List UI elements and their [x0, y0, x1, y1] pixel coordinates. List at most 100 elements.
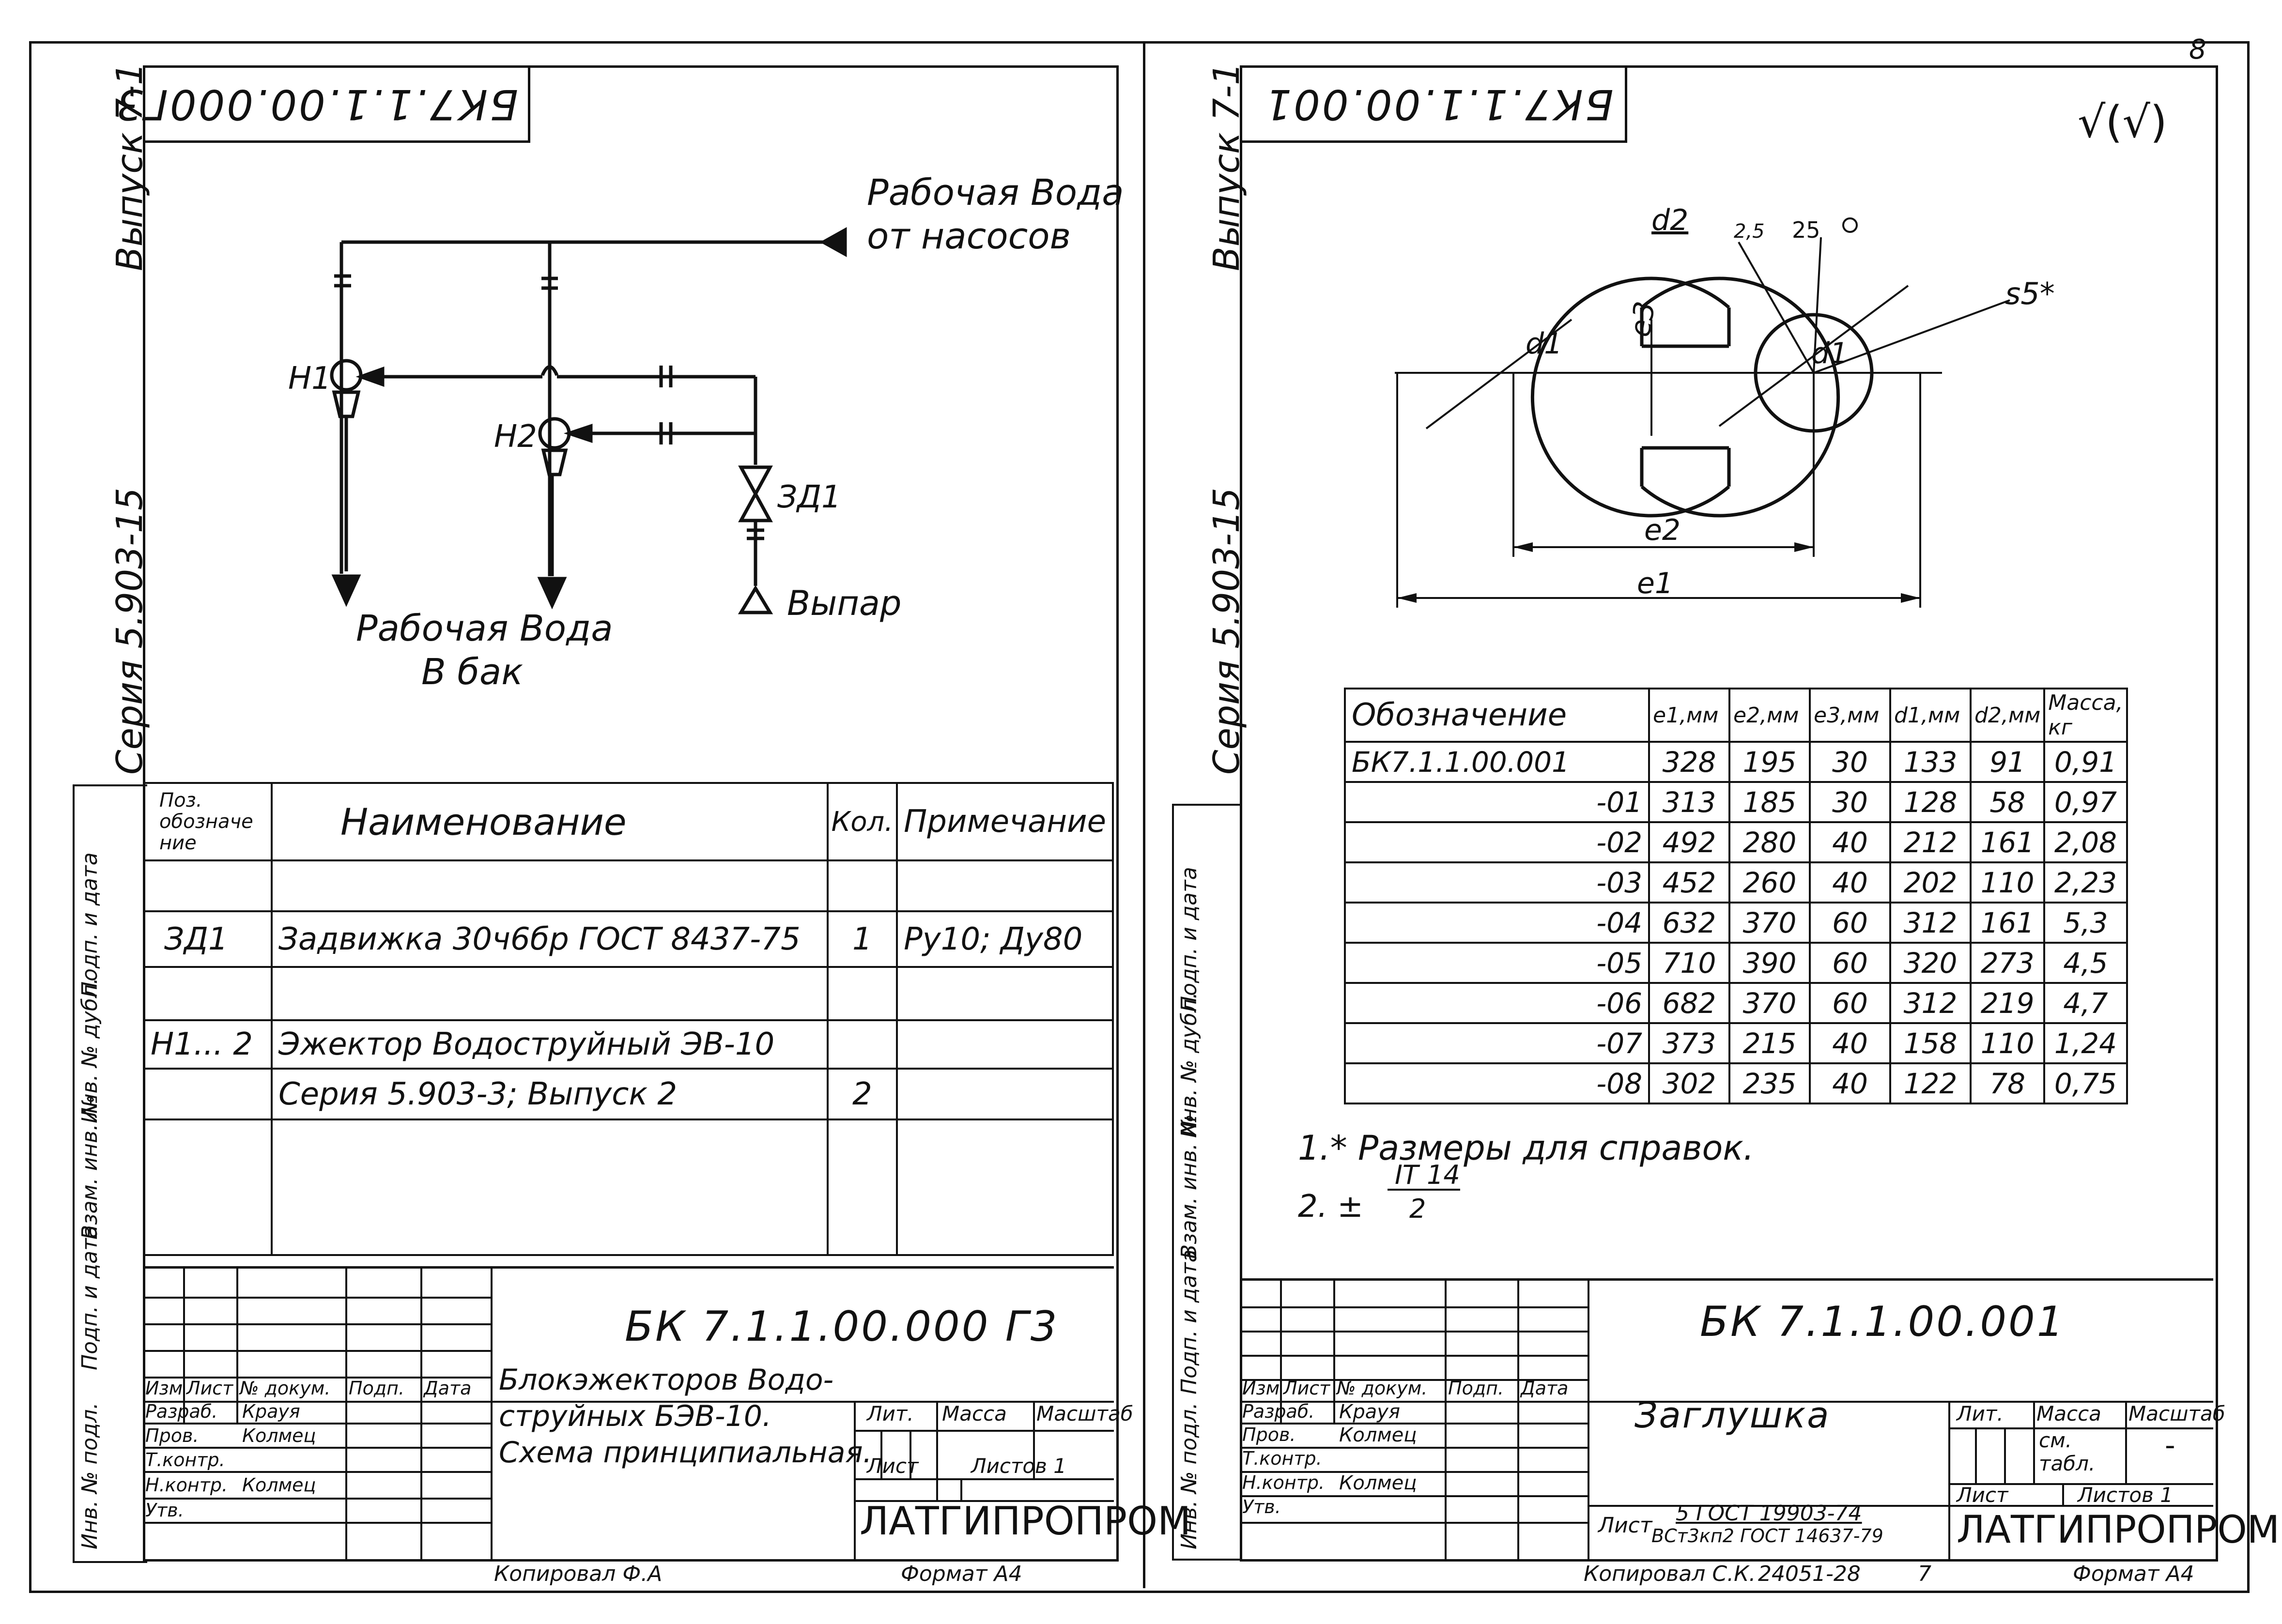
left-tb-col-date: Дата	[424, 1378, 472, 1399]
left-tb-sheets: Листов 1	[971, 1454, 1066, 1478]
left-copied: Копировал Ф.А	[494, 1562, 663, 1586]
right-tb-col-izm: Изм	[1242, 1378, 1280, 1399]
outlet-label-1: Рабочая Вода	[356, 608, 613, 649]
right-order: 24051-28	[1758, 1562, 1861, 1586]
vt-header-e2: e2,мм	[1728, 688, 1811, 743]
spec-row: ЗД1 Задвижка 30ч6бр ГОСТ 8437-75 1 Ру10;…	[143, 910, 1114, 968]
left-tb-mass: Масса	[942, 1402, 1007, 1425]
right-tb-name-4: Колмец	[1339, 1472, 1417, 1494]
right-tb-sheet: Лист	[1957, 1483, 2008, 1507]
right-drawing-frame	[1240, 65, 2218, 1562]
right-title-block	[1240, 1278, 2213, 1559]
left-tb-role-1: Разраб.	[145, 1401, 218, 1422]
right-tb-role-1: Разраб.	[1242, 1401, 1315, 1422]
h2-label: Н2	[494, 419, 537, 455]
right-tb-col-list: Лист	[1283, 1378, 1330, 1399]
page-frame	[29, 41, 2250, 1593]
left-title-block	[143, 1266, 1114, 1559]
spec-header-name: Наименование	[271, 782, 829, 861]
vt-header-e3: e3,мм	[1809, 688, 1891, 743]
right-tb-title: Заглушка	[1634, 1394, 1831, 1436]
zd-label: ЗД1	[777, 479, 841, 515]
left-tb-sheet: Лист	[867, 1454, 919, 1478]
left-tb-role-2: Пров.	[145, 1425, 199, 1446]
dim-r1: 2,5	[1734, 220, 1765, 243]
right-margin-stamp	[1172, 804, 1242, 1561]
right-tb-col-date: Дата	[1521, 1378, 1569, 1399]
vent-label: Выпар	[787, 583, 902, 623]
right-tb-mass-val-2: табл.	[2039, 1452, 2096, 1475]
inlet-label-1: Рабочая Вода	[867, 172, 1124, 214]
right-tb-mass-val-1: см.	[2039, 1428, 2072, 1452]
right-tb-org: ЛАТГИПРОПРОМ	[1957, 1508, 2280, 1552]
vt-header-mass: Масса, кг	[2043, 688, 2128, 743]
dim-e3: e3	[1623, 299, 1662, 339]
note-1: 1.* Размеры для справок.	[1298, 1128, 1754, 1168]
left-tb-scale: Масштаб	[1036, 1402, 1133, 1425]
right-page: 7	[1918, 1562, 1931, 1586]
left-tb-col-izm: Изм	[145, 1378, 183, 1399]
right-format: Формат А4	[2073, 1562, 2194, 1586]
left-tb-name-1: Крауя	[242, 1401, 300, 1422]
left-format: Формат А4	[901, 1562, 1022, 1586]
left-stamp-code: БК 7.1.1.00.000 Г3	[625, 1302, 1059, 1351]
right-tb-name-1: Крауя	[1339, 1401, 1401, 1423]
spec-row: Н1... 2 Эжектор Водоструйный ЭВ-10	[143, 1019, 1114, 1070]
corner-sheet-mark: 8	[2189, 34, 2206, 65]
left-tb-col-list: Лист	[186, 1378, 233, 1399]
left-tb-name-4: Колмец	[242, 1474, 316, 1496]
left-tb-title-1: Блокэжекторов Водо-	[499, 1363, 834, 1397]
right-code-box	[1240, 65, 1627, 143]
dim-r2: 25	[1792, 217, 1820, 243]
vt-header-e1: e1,мм	[1648, 688, 1730, 743]
right-tb-material-2: ВСт3кп2 ГОСТ 14637-79	[1651, 1525, 1883, 1547]
inlet-label-2: от насосов	[867, 215, 1071, 257]
right-tb-material-1: 5 ГОСТ 19903-74	[1676, 1501, 1862, 1526]
outlet-label-2: В бак	[421, 651, 523, 693]
h1-label: Н1	[288, 361, 331, 397]
right-tb-role-5: Утв.	[1242, 1496, 1281, 1517]
note-2-prefix: 2. ±	[1298, 1189, 1364, 1225]
sheet-separator	[1143, 41, 1145, 1588]
roughness-mark: √(√)	[2078, 97, 2167, 148]
left-tb-title-3: Схема принципиальная.	[499, 1436, 872, 1470]
vt-header-designation: Обозначение	[1344, 688, 1650, 743]
right-tb-sheets: Листов 1	[2078, 1483, 2173, 1507]
left-tb-title-2: струйных БЭВ-10.	[499, 1399, 771, 1433]
dim-d2: d2	[1651, 203, 1689, 237]
left-tb-org: ЛАТГИПРОПРОМ	[860, 1499, 1191, 1544]
right-tb-role-3: Т.контр.	[1242, 1448, 1322, 1469]
right-tb-lit: Лит.	[1957, 1402, 2004, 1425]
dim-d1-left: d1	[1526, 327, 1563, 361]
right-tb-role-4: Н.контр.	[1242, 1472, 1325, 1493]
dim-e1: e1	[1637, 567, 1674, 600]
right-tb-role-2: Пров.	[1242, 1424, 1296, 1445]
left-margin-stamp	[73, 784, 147, 1563]
left-tb-col-sign: Подп.	[349, 1378, 405, 1399]
left-tb-col-doc: № докум.	[240, 1378, 331, 1399]
right-copied: Копировал С.К.	[1584, 1562, 1756, 1586]
spec-row: Серия 5.903-3; Выпуск 2 2	[143, 1068, 1114, 1120]
note-2-den: 2	[1409, 1194, 1426, 1224]
dim-e2: e2	[1644, 513, 1681, 547]
left-tb-name-2: Колмец	[242, 1425, 316, 1446]
right-tb-material-prefix: Лист	[1598, 1513, 1652, 1538]
left-tb-role-5: Утв.	[145, 1500, 184, 1521]
left-code-box	[143, 65, 530, 143]
left-tb-lit: Лит.	[867, 1402, 914, 1425]
right-tb-scale: Масштаб	[2128, 1402, 2225, 1425]
left-tb-role-4: Н.контр.	[145, 1474, 228, 1496]
